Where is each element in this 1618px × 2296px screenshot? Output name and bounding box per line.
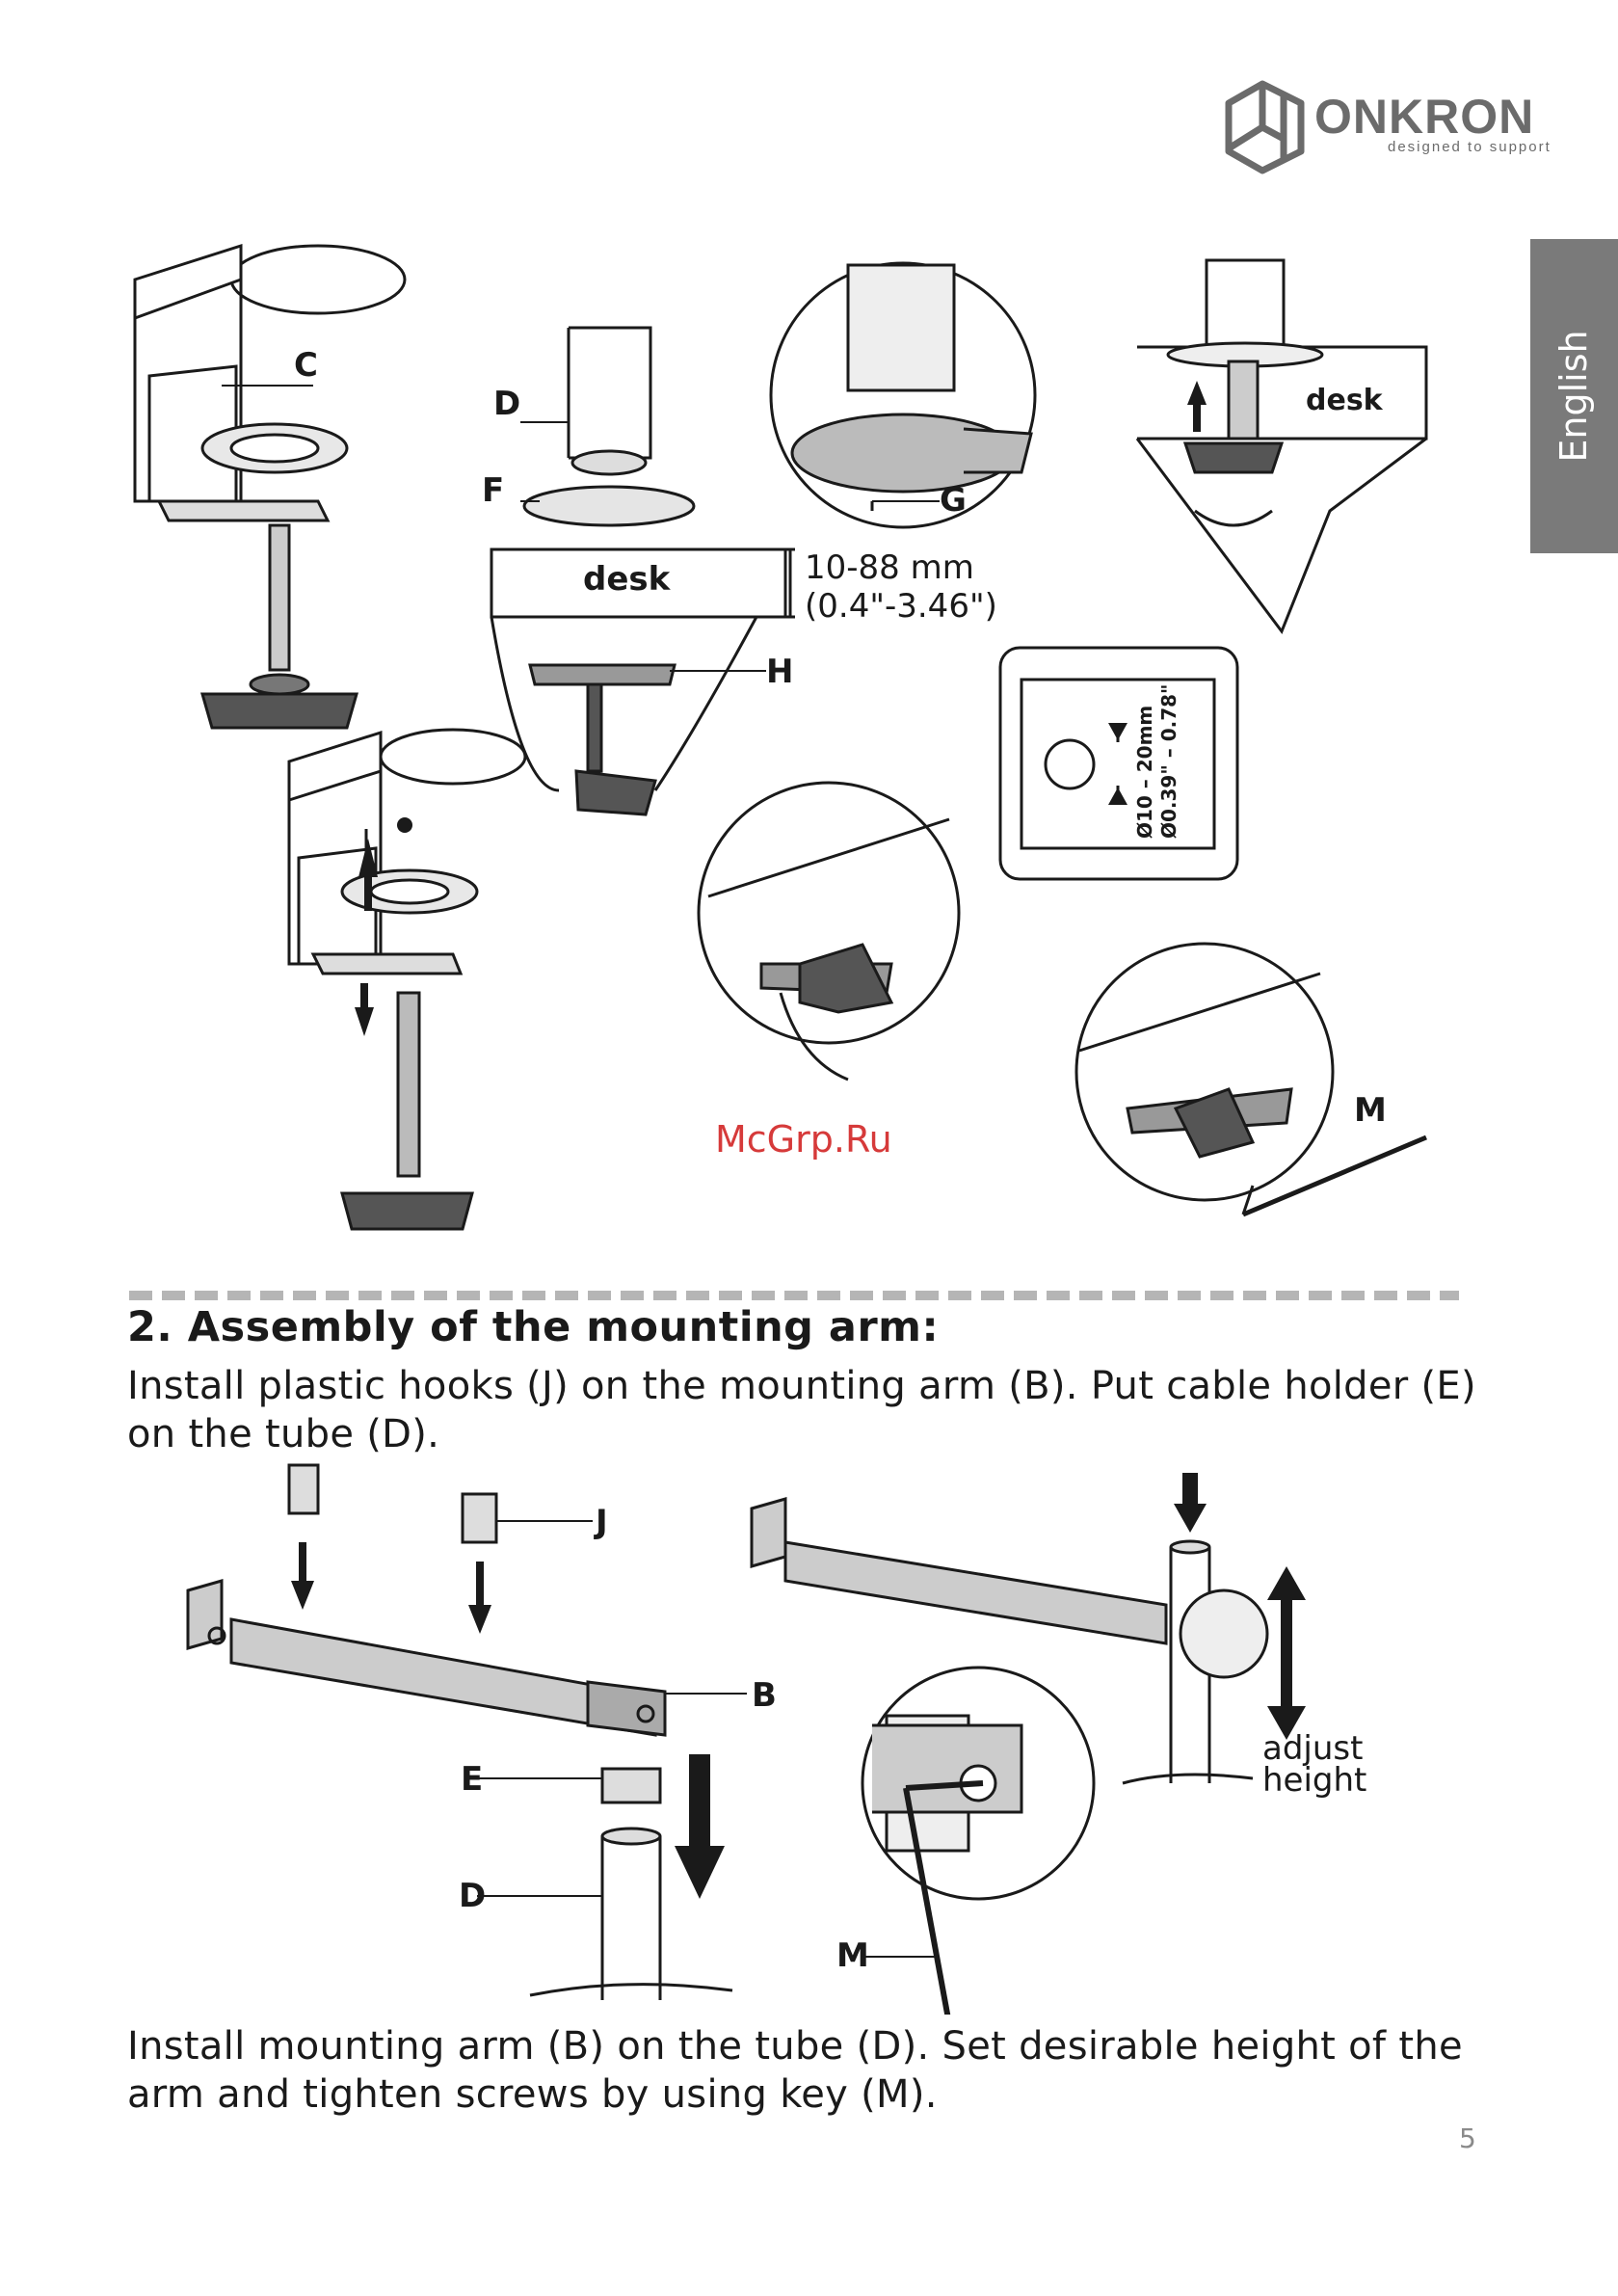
language-tab: English xyxy=(1530,239,1618,553)
label-j: J xyxy=(594,1503,608,1541)
desk-label: desk xyxy=(583,560,672,599)
brand-name: ONKRON xyxy=(1314,90,1535,144)
mounting-arm-illustration: J B E D M adjust height xyxy=(186,1463,1366,2015)
hole-diameter-in: Ø0.39" – 0.78" xyxy=(1157,684,1180,839)
desk-thickness-mm: 10-88 mm xyxy=(805,548,974,587)
label-d-bottom: D xyxy=(459,1877,486,1915)
desk-clamp-illustration: C D F G H M desk desk 10-88 mm (0.4"-3.4… xyxy=(133,243,1428,1231)
label-f: F xyxy=(482,471,504,510)
section-divider xyxy=(129,1291,1459,1300)
hole-diameter-mm: Ø10 – 20mm xyxy=(1133,706,1156,839)
desk-label-2: desk xyxy=(1306,384,1384,417)
label-b: B xyxy=(752,1676,777,1715)
label-h: H xyxy=(766,653,793,691)
adjust-height-line1: adjust xyxy=(1262,1729,1363,1768)
watermark: McGrp.Ru xyxy=(715,1118,892,1161)
label-d-top: D xyxy=(493,385,520,423)
brand-tagline: designed to support xyxy=(1388,139,1552,155)
label-g: G xyxy=(940,481,967,520)
label-c: C xyxy=(294,346,318,385)
desk-thickness-in: (0.4"-3.46") xyxy=(805,587,997,626)
label-m-top: M xyxy=(1354,1091,1387,1130)
adjust-height-line2: height xyxy=(1262,1761,1366,1800)
label-e: E xyxy=(461,1760,483,1799)
onkron-logo-icon xyxy=(1225,80,1305,174)
page-number: 5 xyxy=(1459,2122,1476,2154)
section-heading: 2. Assembly of the mounting arm: xyxy=(127,1303,940,1351)
instruction-text-1: Install plastic hooks (J) on the mountin… xyxy=(127,1364,1476,1456)
label-m-bottom: M xyxy=(836,1936,869,1975)
instruction-text-2: Install mounting arm (B) on the tube (D)… xyxy=(127,2024,1463,2117)
